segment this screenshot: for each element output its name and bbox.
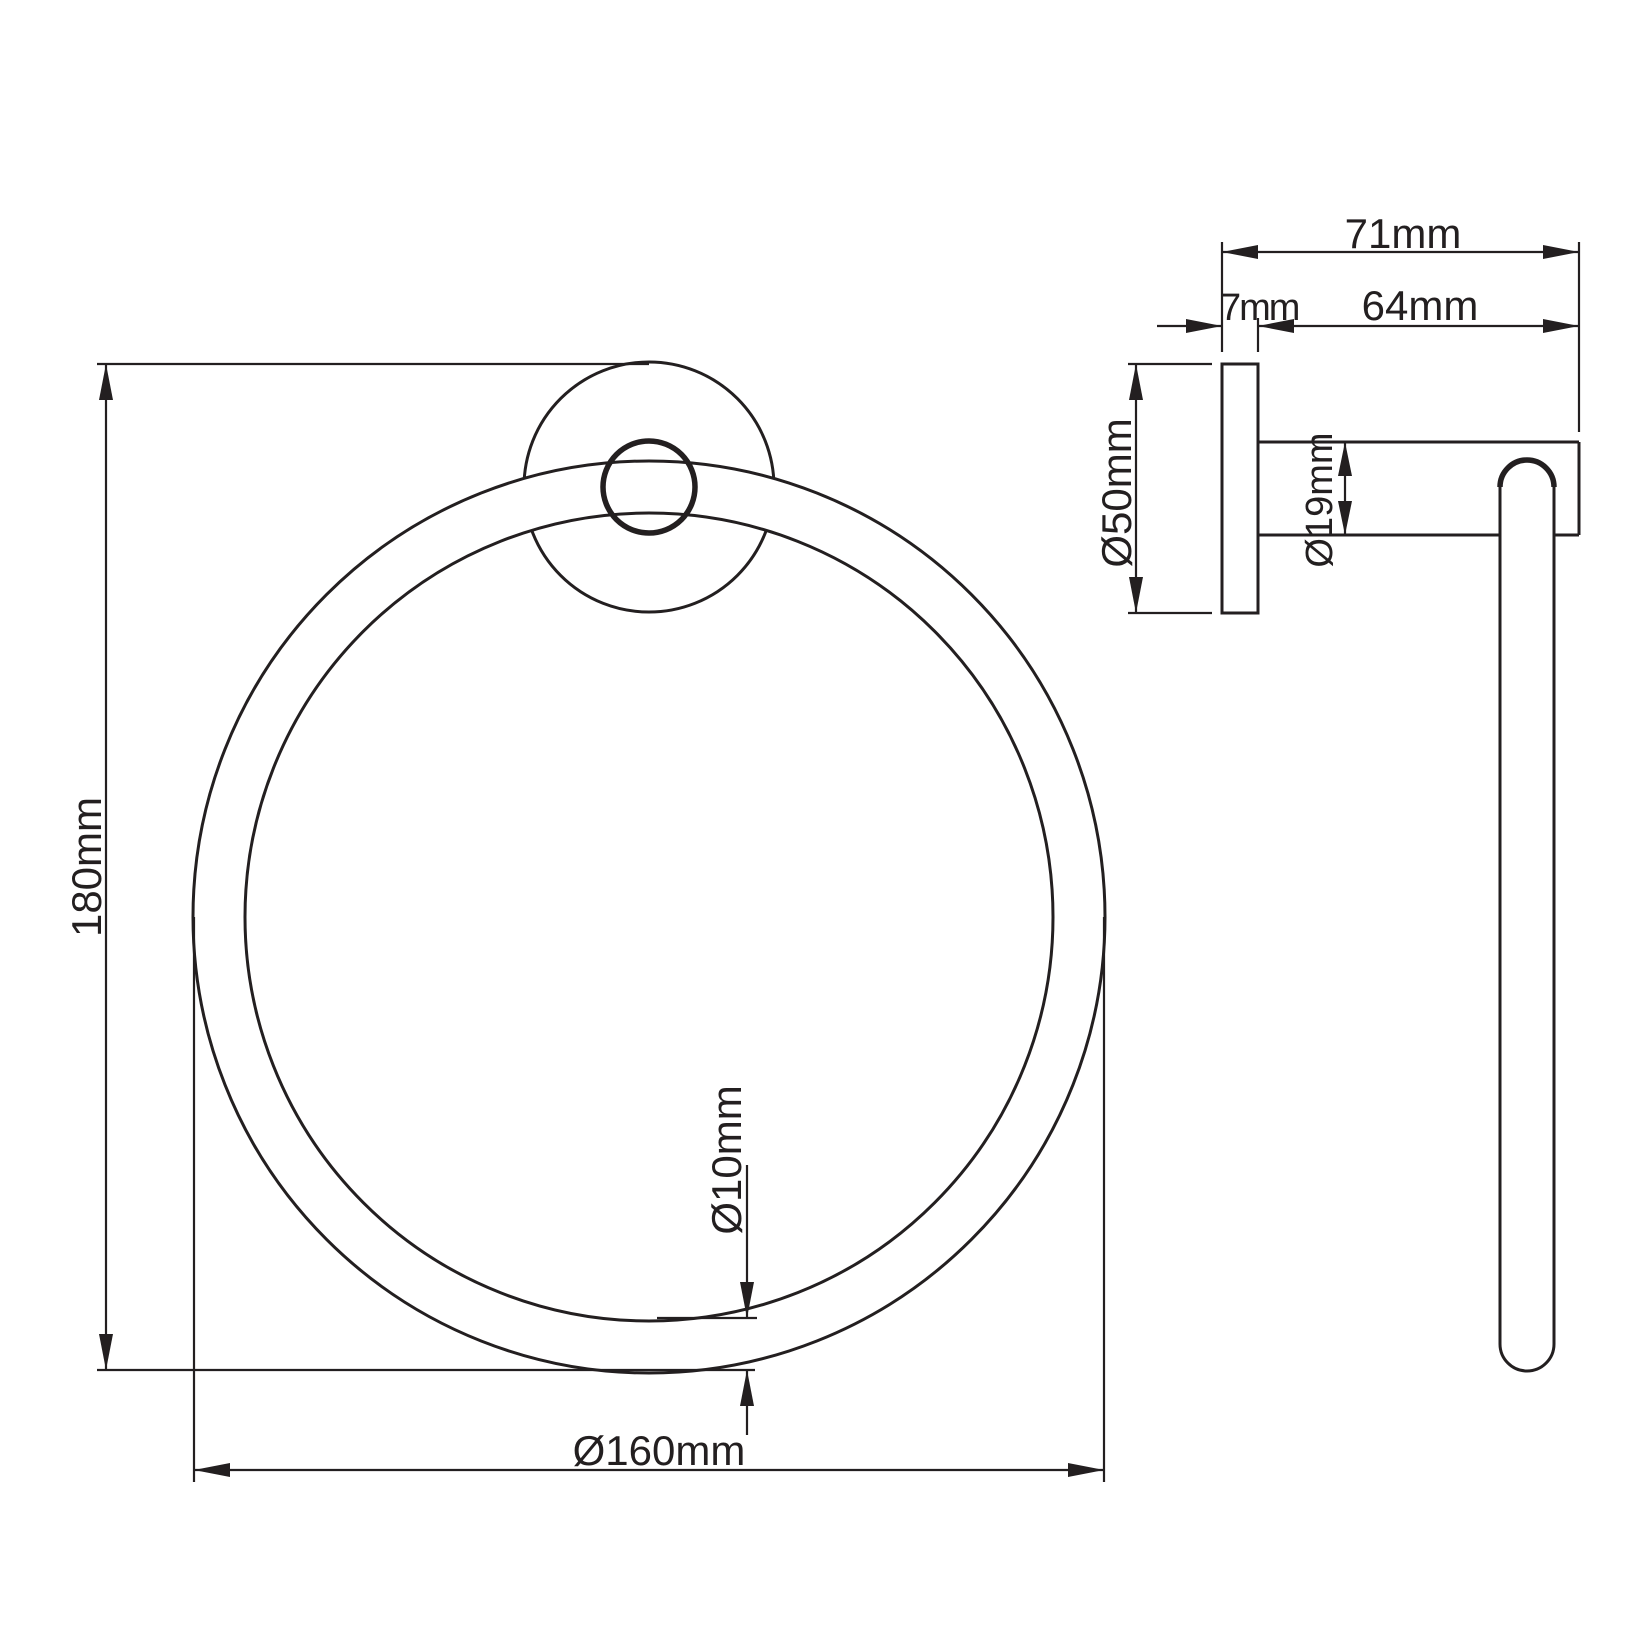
- side-view: 71mm 7mm 64mm Ø50mm Ø19mm: [1093, 210, 1581, 1373]
- dimension-label-19mm: Ø19mm: [1299, 432, 1341, 567]
- dimension-label-160mm: Ø160mm: [573, 1427, 746, 1474]
- dimension-label-64mm: 64mm: [1362, 282, 1479, 329]
- dimension-overall-depth: 71mm: [1220, 210, 1581, 432]
- side-ring-rod: [1497, 457, 1557, 1373]
- dimension-label-71mm: 71mm: [1345, 210, 1462, 257]
- side-arm: [1258, 440, 1581, 537]
- dimension-plate-diameter: Ø50mm: [1093, 362, 1212, 615]
- dimension-label-180mm: 180mm: [63, 797, 110, 937]
- dimension-arm-diameter: Ø19mm: [1299, 432, 1352, 568]
- front-view: 180mm Ø160mm Ø10mm: [63, 360, 1107, 1482]
- ring-tube: [192, 461, 1105, 1373]
- dimension-overall-height: 180mm: [63, 362, 755, 1372]
- ring-inner-edge: [243, 511, 1055, 1323]
- dimension-label-50mm: Ø50mm: [1093, 418, 1140, 567]
- dimension-label-10mm: Ø10mm: [703, 1085, 750, 1234]
- dimension-label-7mm: 7mm: [1220, 287, 1299, 329]
- dimension-ring-diameter: Ø160mm: [192, 917, 1106, 1482]
- dimension-plate-and-arm: 7mm 64mm: [1157, 282, 1579, 352]
- mounting-post: [600, 438, 698, 536]
- side-wall-plate: [1220, 362, 1260, 615]
- dimension-rod-diameter: Ø10mm: [657, 1085, 757, 1435]
